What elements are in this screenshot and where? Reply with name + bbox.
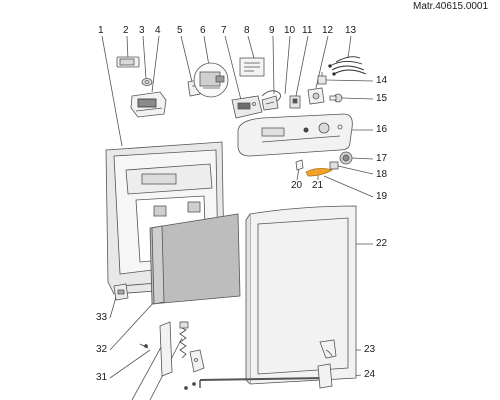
- leader-4: [151, 35, 160, 93]
- part-12-knob: [307, 87, 325, 105]
- leader-14: [325, 79, 374, 82]
- part-number-20: 20: [291, 180, 303, 191]
- part-31-pin: [139, 343, 149, 349]
- part-13-wiring-harness: [328, 56, 367, 76]
- part-18-button: [329, 161, 339, 170]
- part-7-electronic-board: [231, 95, 263, 119]
- part-number-15: 15: [376, 93, 388, 104]
- part-8-card: [239, 57, 265, 77]
- part-24-rod: [199, 363, 333, 389]
- leader-11: [295, 35, 309, 97]
- part-22-outer-door: [245, 205, 357, 385]
- part-number-1: 1: [98, 25, 104, 36]
- part-number-12: 12: [322, 25, 334, 36]
- part-21-label: [305, 168, 333, 177]
- part-number-18: 18: [376, 169, 388, 180]
- part-9-wire: [261, 90, 281, 103]
- leader-7: [224, 35, 242, 101]
- part-number-2: 2: [123, 25, 129, 36]
- part-31-hinge-strip: [159, 321, 173, 377]
- leader-3: [142, 35, 147, 79]
- part-number-11: 11: [302, 25, 313, 36]
- part-6-door-lock: [193, 62, 229, 98]
- part-number-5: 5: [177, 25, 183, 36]
- leader-18: [337, 165, 374, 175]
- part-31-spring: [179, 321, 189, 359]
- part-15-button: [329, 93, 343, 103]
- part-number-32: 32: [96, 344, 108, 355]
- part-number-19: 19: [376, 191, 388, 202]
- part-number-24: 24: [364, 369, 376, 380]
- part-20-lens: [295, 159, 304, 171]
- leader-13: [347, 35, 352, 59]
- part-number-33: 33: [96, 312, 108, 323]
- leader-31: [109, 349, 151, 379]
- part-33-hinge: [113, 283, 129, 301]
- leader-2: [126, 35, 129, 61]
- part-number-6: 6: [200, 25, 206, 36]
- leader-15: [341, 97, 374, 100]
- lower-left-bracket: [189, 349, 205, 373]
- leader-32: [109, 299, 157, 351]
- part-11-switch: [289, 95, 301, 109]
- part-number-22: 22: [376, 238, 388, 249]
- part-number-9: 9: [269, 25, 275, 36]
- part-number-7: 7: [221, 25, 227, 36]
- part-number-8: 8: [244, 25, 250, 36]
- small-screw-b: [192, 382, 196, 386]
- part-3-ring: [141, 78, 153, 86]
- leader-10: [284, 35, 291, 95]
- leader-17: [351, 157, 374, 160]
- part-number-3: 3: [139, 25, 145, 36]
- part-10-connector: [261, 95, 279, 111]
- leader-19: [323, 175, 374, 198]
- part-4-dispenser: [130, 91, 167, 118]
- part-number-16: 16: [376, 124, 388, 135]
- part-23-hinge-lever: [319, 339, 337, 359]
- small-screw-a: [184, 386, 188, 390]
- part-number-17: 17: [376, 153, 388, 164]
- part-32-insulation-panel: [149, 213, 241, 305]
- part-16-control-panel: [237, 113, 353, 157]
- part-number-14: 14: [376, 75, 388, 86]
- leader-1: [101, 35, 123, 147]
- part-14-indicator: [317, 72, 327, 85]
- leader-extra-a: [131, 337, 167, 400]
- leader-9: [272, 35, 275, 95]
- part-number-13: 13: [345, 25, 357, 36]
- part-number-31: 31: [96, 372, 108, 383]
- leader-5: [180, 35, 194, 87]
- leader-20: [296, 167, 300, 181]
- part-number-21: 21: [312, 180, 324, 191]
- part-number-10: 10: [284, 25, 296, 36]
- leader-8: [247, 35, 255, 59]
- matr-number: Matr.40615.0001: [413, 1, 489, 12]
- part-17-knob: [339, 151, 353, 165]
- part-number-23: 23: [364, 344, 376, 355]
- part-number-4: 4: [155, 25, 161, 36]
- part-2-clip: [116, 56, 140, 68]
